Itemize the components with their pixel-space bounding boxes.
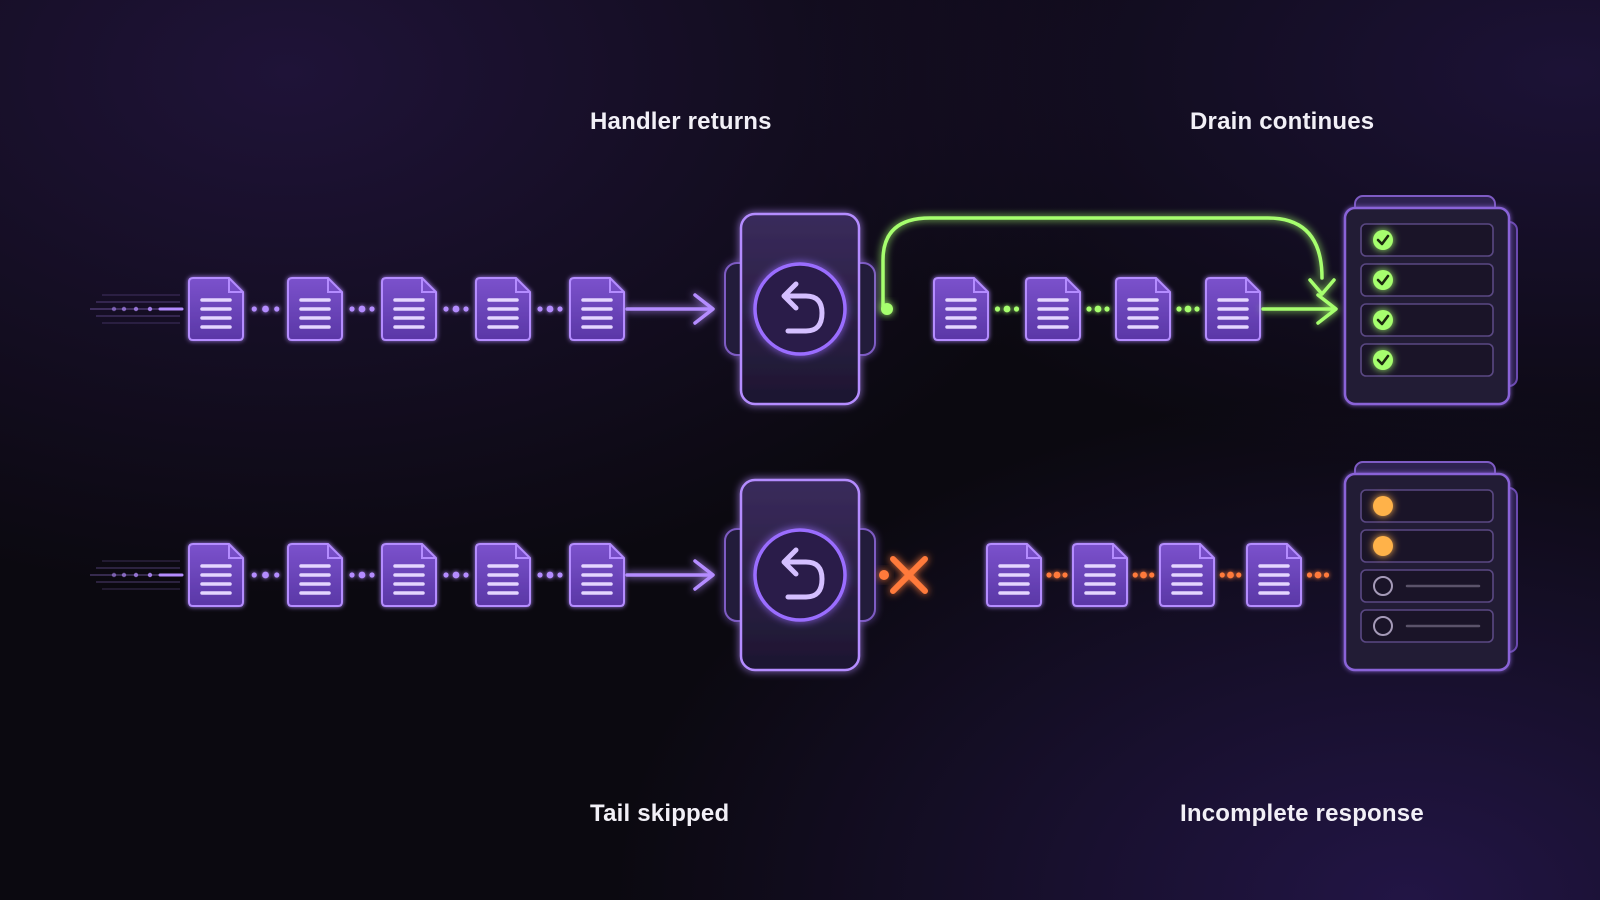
- document-icon: [1072, 543, 1128, 607]
- response-row: [1360, 489, 1494, 523]
- branch-node: [881, 303, 893, 315]
- document-icon: [933, 277, 989, 341]
- empty-circle-icon: [1373, 616, 1393, 636]
- connector-dots: [994, 305, 1020, 313]
- connector-dots: [537, 305, 563, 313]
- document-icon: [188, 543, 244, 607]
- document-icon: [986, 543, 1042, 607]
- connector-dots: [1132, 571, 1155, 579]
- connector-dots: [349, 571, 375, 579]
- document-icon: [475, 277, 531, 341]
- connector-dots: [251, 571, 280, 579]
- undo-return-icon: [753, 262, 847, 356]
- document-icon: [1246, 543, 1302, 607]
- document-icon: [381, 543, 437, 607]
- document-icon: [1025, 277, 1081, 341]
- response-row: [1360, 343, 1494, 377]
- connector-dots: [443, 305, 469, 313]
- flow-arrow: [1261, 293, 1338, 325]
- cut-x-icon: [890, 556, 928, 594]
- check-icon: [1373, 310, 1393, 330]
- document-icon: [188, 277, 244, 341]
- document-icon: [475, 543, 531, 607]
- document-icon: [1159, 543, 1215, 607]
- connector-dots: [1306, 571, 1330, 579]
- connector-dots: [443, 571, 469, 579]
- response-panel: [1343, 195, 1518, 406]
- response-row: [1360, 223, 1494, 257]
- connector-dots: [537, 571, 563, 579]
- response-row: [1360, 263, 1494, 297]
- document-icon: [569, 277, 625, 341]
- check-icon: [1373, 230, 1393, 250]
- flow-arrow: [625, 293, 715, 325]
- label-incomplete-response: Incomplete response: [1180, 800, 1424, 827]
- connector-dots: [251, 305, 280, 313]
- connector-dots: [1176, 305, 1200, 313]
- check-icon: [1373, 270, 1393, 290]
- empty-circle-icon: [1373, 576, 1393, 596]
- connector-dots: [1086, 305, 1110, 313]
- response-row: [1360, 529, 1494, 563]
- response-row: [1360, 609, 1494, 643]
- label-tail-skipped: Tail skipped: [590, 800, 730, 827]
- check-icon: [1373, 350, 1393, 370]
- cut-node: [879, 570, 889, 580]
- motion-trail: [90, 294, 184, 324]
- document-icon: [287, 543, 343, 607]
- response-row: [1360, 303, 1494, 337]
- bypass-arc: [881, 216, 1336, 311]
- flow-arrow: [625, 559, 715, 591]
- document-icon: [569, 543, 625, 607]
- document-icon: [287, 277, 343, 341]
- connector-dots: [1219, 571, 1242, 579]
- document-icon: [381, 277, 437, 341]
- connector-dots: [1046, 571, 1068, 579]
- connector-dots: [349, 305, 375, 313]
- document-icon: [1205, 277, 1261, 341]
- label-drain-continues: Drain continues: [1190, 108, 1375, 135]
- response-row: [1360, 569, 1494, 603]
- amber-dot-icon: [1373, 496, 1393, 516]
- response-panel: [1343, 461, 1518, 672]
- amber-dot-icon: [1373, 536, 1393, 556]
- label-handler-returns: Handler returns: [590, 108, 772, 135]
- undo-return-icon: [753, 528, 847, 622]
- document-icon: [1115, 277, 1171, 341]
- motion-trail: [90, 560, 184, 590]
